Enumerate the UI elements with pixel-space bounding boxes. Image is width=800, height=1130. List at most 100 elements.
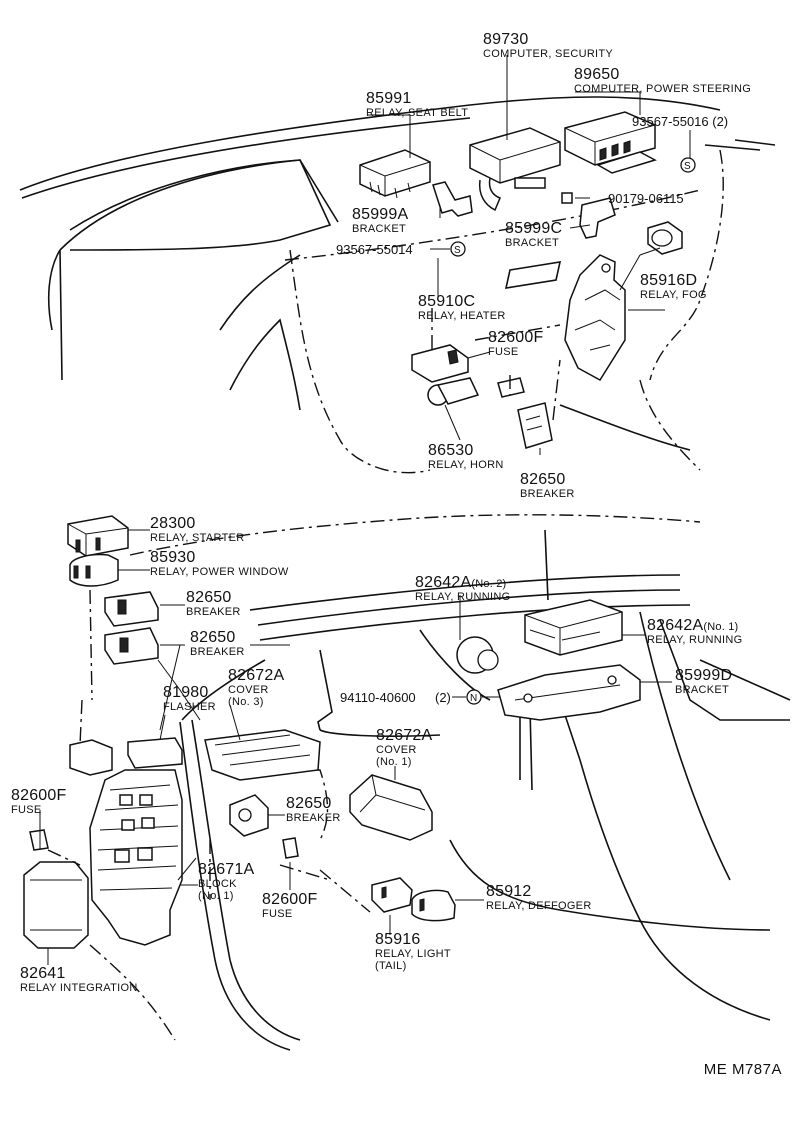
part-description-2: (No. 1): [376, 756, 412, 768]
part-description: FUSE: [11, 804, 42, 816]
part-description: RELAY, RUNNING: [647, 634, 743, 646]
part-description: FLASHER: [163, 701, 216, 713]
part-label-85912: 85912 RELAY, DEFFOGER: [486, 884, 592, 912]
part-number-suffix: (No. 2): [471, 578, 507, 590]
part-number: 94110-40600: [340, 690, 416, 705]
part-number: 85916: [375, 931, 421, 948]
part-number: 85999C: [505, 220, 563, 237]
part-label-93567-55014: 93567-55014: [336, 242, 413, 257]
part-description: RELAY, DEFFOGER: [486, 900, 592, 912]
part-description: RELAY, LIGHT: [375, 948, 451, 960]
part-label-93567-55016: 93567-55016 (2): [632, 114, 728, 129]
part-label-85999d: 85999D BRACKET: [675, 668, 732, 696]
part-qty-94110: (2): [435, 690, 451, 705]
part-label-85930: 85930 RELAY, POWER WINDOW: [150, 550, 289, 578]
part-description: RELAY INTEGRATION: [20, 982, 138, 994]
part-number: 82671A: [198, 861, 255, 878]
part-label-81980: 81980 FLASHER: [163, 685, 216, 713]
part-label-82672a-no1: 82672A COVER (No. 1): [376, 728, 432, 768]
part-description: BREAKER: [286, 812, 341, 824]
part-description: COVER: [376, 744, 417, 756]
part-number: 82642A(No. 2): [415, 575, 510, 591]
part-number: 82600F: [11, 787, 67, 804]
part-label-85999c: 85999C BRACKET: [505, 221, 562, 249]
part-number: 85916D: [640, 272, 698, 289]
part-description-2: (TAIL): [375, 960, 407, 972]
part-label-82641: 82641 RELAY INTEGRATION: [20, 966, 138, 994]
part-number: 90179-06115: [608, 191, 684, 206]
part-description: BREAKER: [520, 488, 575, 500]
lower-dashboard-outline: [129, 514, 791, 1051]
part-label-82600f-left: 82600F FUSE: [11, 788, 66, 816]
part-number: 85912: [486, 883, 532, 900]
lower-leader-lines: [39, 529, 672, 1041]
part-description: RELAY, POWER WINDOW: [150, 566, 289, 578]
part-number: 82650: [190, 629, 236, 646]
part-description: FUSE: [262, 908, 293, 920]
part-quantity: (2): [435, 690, 451, 705]
part-number: 85991: [366, 90, 412, 107]
part-number: 85930: [150, 549, 196, 566]
part-label-82650-top: 82650 BREAKER: [520, 472, 575, 500]
part-label-85916d: 85916D RELAY, FOG: [640, 273, 707, 301]
part-description: COMPUTER, SECURITY: [483, 48, 614, 60]
part-label-82600f-mid: 82600F FUSE: [262, 892, 317, 920]
part-description: BRACKET: [675, 684, 730, 696]
part-label-89650: 89650 COMPUTER, POWER STEERING: [574, 67, 751, 95]
part-label-82642a-no1: 82642A(No. 1) RELAY, RUNNING: [647, 618, 742, 646]
part-label-85999a: 85999A BRACKET: [352, 207, 408, 235]
part-number: 82641: [20, 965, 66, 982]
part-number: 82642A(No. 1): [647, 618, 742, 634]
part-description: RELAY, SEAT BELT: [366, 107, 469, 119]
part-label-85991: 85991 RELAY, SEAT BELT: [366, 91, 468, 119]
part-number-main: 82642A: [415, 574, 472, 591]
part-label-90179-06115: 90179-06115: [608, 191, 684, 206]
screw-mark-right: S: [684, 161, 691, 172]
part-description: BRACKET: [505, 237, 560, 249]
upper-leader-lines: [368, 55, 691, 455]
part-number: 82600F: [262, 891, 318, 908]
part-number: 85999A: [352, 206, 409, 223]
part-number: 86530: [428, 442, 474, 459]
part-number: 82672A: [228, 667, 285, 684]
part-label-82642a-no2: 82642A(No. 2) RELAY, RUNNING: [415, 575, 510, 603]
part-number: 82650: [186, 589, 232, 606]
fastener-marks: S S N: [454, 161, 691, 704]
part-description: BLOCK: [198, 878, 237, 890]
part-number: 93567-55016 (2): [632, 114, 729, 129]
part-number: 28300: [150, 515, 196, 532]
part-number: 85910C: [418, 293, 476, 310]
part-description: BRACKET: [352, 223, 407, 235]
part-label-82650-c: 82650 BREAKER: [286, 796, 341, 824]
part-description: COMPUTER, POWER STEERING: [574, 83, 752, 95]
part-description-2: (No. 1): [198, 890, 234, 902]
part-label-94110-40600: 94110-40600: [340, 690, 416, 705]
part-number: 85999D: [675, 667, 733, 684]
part-number-main: 82642A: [647, 617, 704, 634]
part-label-85910c: 85910C RELAY, HEATER: [418, 294, 506, 322]
part-number: 81980: [163, 684, 209, 701]
part-label-28300: 28300 RELAY, STARTER: [150, 516, 244, 544]
lower-components: [23, 515, 641, 949]
part-number: 82672A: [376, 727, 433, 744]
part-label-82650-a: 82650 BREAKER: [186, 590, 241, 618]
part-description-2: (No. 3): [228, 696, 264, 708]
part-description: RELAY, HORN: [428, 459, 504, 471]
upper-dashboard-outline: [19, 96, 776, 474]
part-description: BREAKER: [190, 646, 245, 658]
part-number: 82650: [286, 795, 332, 812]
part-label-82650-b: 82650 BREAKER: [190, 630, 245, 658]
part-description: BREAKER: [186, 606, 241, 618]
screw-mark-upper: S: [454, 245, 461, 256]
part-label-82600f-top: 82600F FUSE: [488, 330, 543, 358]
part-number: 82650: [520, 471, 566, 488]
part-number: 89730: [483, 31, 529, 48]
drawing-code: ME M787A: [703, 1061, 782, 1078]
part-description: RELAY, RUNNING: [415, 591, 511, 603]
part-label-82672a-no3: 82672A COVER (No. 3): [228, 668, 284, 708]
part-description: RELAY, STARTER: [150, 532, 245, 544]
nut-mark: N: [470, 693, 477, 704]
part-number-suffix: (No. 1): [703, 621, 739, 633]
